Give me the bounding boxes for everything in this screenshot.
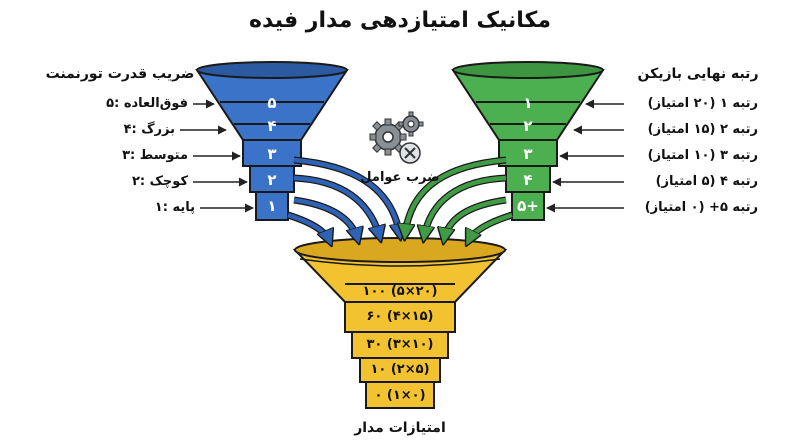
right-band-1: ۱ [523, 94, 533, 112]
page-title: مکانیک امتیازدهی مدار فیده [249, 8, 551, 33]
bottom-band-1: ۱۰۰ (۵×۲۰) [362, 284, 438, 299]
right-heading: رتبه نهایی بازیکن [637, 66, 759, 82]
right-label-4: رتبه ۴ (۵ امتیاز) [655, 174, 758, 189]
right-band-4: ۴ [523, 171, 533, 189]
circuit-points-caption: امتیازات مدار [354, 420, 446, 436]
multiply-icon [399, 142, 421, 164]
left-heading: ضریب قدرت تورنمنت [45, 66, 195, 82]
left-label-1: ۱: پایه [154, 200, 195, 215]
gears-icon [369, 111, 424, 156]
left-band-4: ۴ [267, 117, 277, 135]
bottom-band-2: ۶۰ (۴×۱۵) [366, 309, 434, 324]
left-band-3: ۳ [267, 145, 277, 163]
bottom-band-4: ۱۰ (۲×۵) [370, 362, 430, 377]
bottom-band-3: ۳۰ (۳×۱۰) [366, 337, 434, 352]
left-funnel [195, 61, 349, 221]
left-band-1: ۱ [267, 197, 277, 215]
green-flow-arrows [405, 156, 514, 242]
left-label-3: ۳: متوسط [122, 148, 188, 163]
left-band-2: ۲ [267, 171, 277, 189]
blue-flow-arrows [286, 156, 400, 242]
right-label-1: رتبه ۱ (۲۰ امتیاز) [647, 96, 758, 111]
right-label-5plus: رتبه ۵+ (۰ امتیاز) [644, 200, 758, 215]
right-label-arrows [546, 99, 624, 213]
bottom-band-5: ۰ (۱×۰) [374, 388, 426, 403]
multiply-factors-label: ضرب عوامل [360, 170, 440, 185]
left-label-2: ۲: کوچک [131, 174, 188, 189]
right-band-3: ۳ [523, 145, 533, 163]
right-label-2: رتبه ۲ (۱۵ امتیاز) [647, 122, 758, 137]
right-band-2: ۲ [523, 117, 533, 135]
left-label-5: ۵: فوق‌العاده [106, 96, 188, 111]
left-label-arrows [180, 99, 254, 213]
left-label-4: ۴: بزرگ [123, 122, 175, 137]
right-funnel [451, 61, 605, 221]
right-band-5plus: ۵+ [517, 197, 539, 215]
left-band-5: ۵ [267, 94, 277, 112]
right-label-3: رتبه ۳ (۱۰ امتیاز) [647, 148, 758, 163]
